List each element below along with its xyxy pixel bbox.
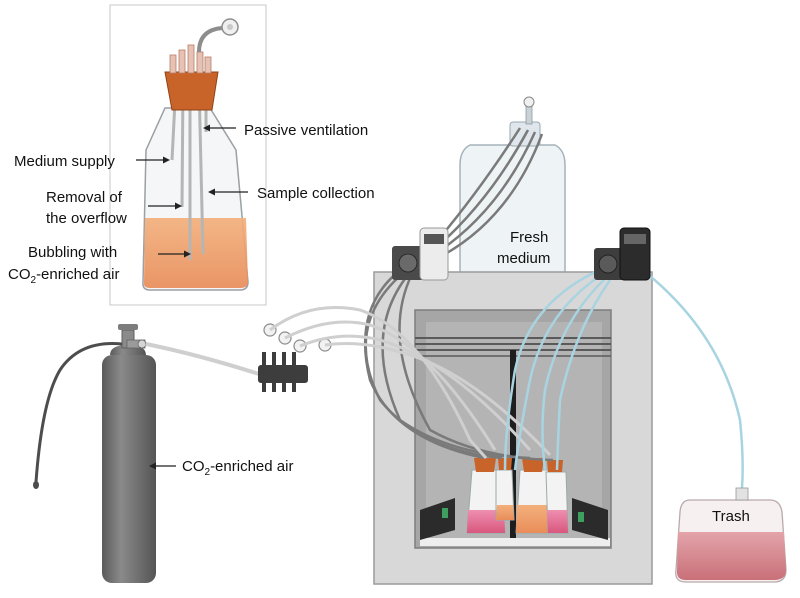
label-bubbling-line2: CO2-enriched air [8,266,119,286]
label-co2-enriched-air: CO2-enriched air [182,458,293,478]
pump-left [392,227,449,281]
bubbling-co-prefix: CO [8,266,31,283]
label-removal-line1: Removal of [46,189,123,206]
co2-prefix: CO [182,458,205,475]
label-trash: Trash [712,508,750,525]
pump-right [594,227,651,281]
tubing-grey [363,127,554,462]
label-removal-line2: the overflow [46,210,127,227]
co2-cylinder [33,324,263,583]
bubbling-suffix: -enriched air [36,266,119,283]
label-passive-ventilation: Passive ventilation [244,122,368,139]
inset-arrows [136,124,248,258]
co2-subscript: 2 [205,467,211,478]
trash-container [675,487,787,583]
label-sample-collection: Sample collection [257,185,375,202]
tubing-light [269,306,552,459]
inset-culture-flask [142,18,249,291]
tubing-blue [503,266,744,489]
bubbling-subscript: 2 [31,275,37,286]
co2-label-arrow [149,462,176,470]
led-panels [420,498,608,540]
label-fresh-line1: Fresh [510,229,548,246]
label-medium-supply: Medium supply [14,153,115,170]
incubator [373,271,653,585]
label-bubbling-line1: Bubbling with [28,244,117,261]
culture-flasks [466,458,569,534]
co2-suffix: -enriched air [210,458,293,475]
label-fresh-line2: medium [497,250,550,267]
